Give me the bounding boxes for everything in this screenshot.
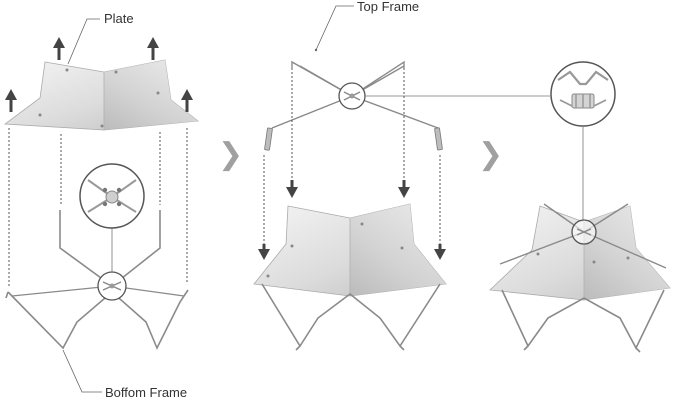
arrow-up-icon: [147, 37, 159, 60]
chevron-right-icon: ❯: [218, 137, 244, 172]
panel-2-top-frame: [253, 5, 550, 351]
arrow-up-icon: [5, 89, 17, 112]
alignment-guides: [8, 128, 188, 286]
bottom-frame-leader: [62, 349, 102, 393]
arrow-down-icon: [398, 180, 410, 198]
bottom-frame: [261, 283, 441, 351]
arrow-down-icon: [286, 180, 298, 198]
bottom-frame-label: Boffom Frame: [105, 385, 188, 400]
plate: [489, 205, 671, 301]
chevron-right-icon: ❯: [478, 137, 504, 172]
panel-3-assembled: [489, 61, 671, 353]
bottom-joint-zoom: [79, 163, 145, 229]
bottom-frame: [5, 210, 189, 350]
top-frame-leader: [315, 5, 354, 51]
arrow-up-icon: [181, 89, 193, 112]
plate: [3, 59, 200, 131]
plate-leader: [67, 18, 100, 65]
arrow-down-icon: [434, 244, 446, 260]
plate: [253, 203, 447, 297]
arrow-down-icon: [258, 244, 270, 260]
top-frame-label: Top Frame: [357, 0, 420, 14]
bottom-frame: [501, 289, 665, 353]
plate-label: Plate: [104, 11, 134, 26]
panel-1-exploded: [3, 18, 200, 393]
top-joint-zoom: [550, 61, 616, 127]
arrow-up-icon: [53, 37, 65, 60]
alignment-guides: [263, 72, 441, 244]
